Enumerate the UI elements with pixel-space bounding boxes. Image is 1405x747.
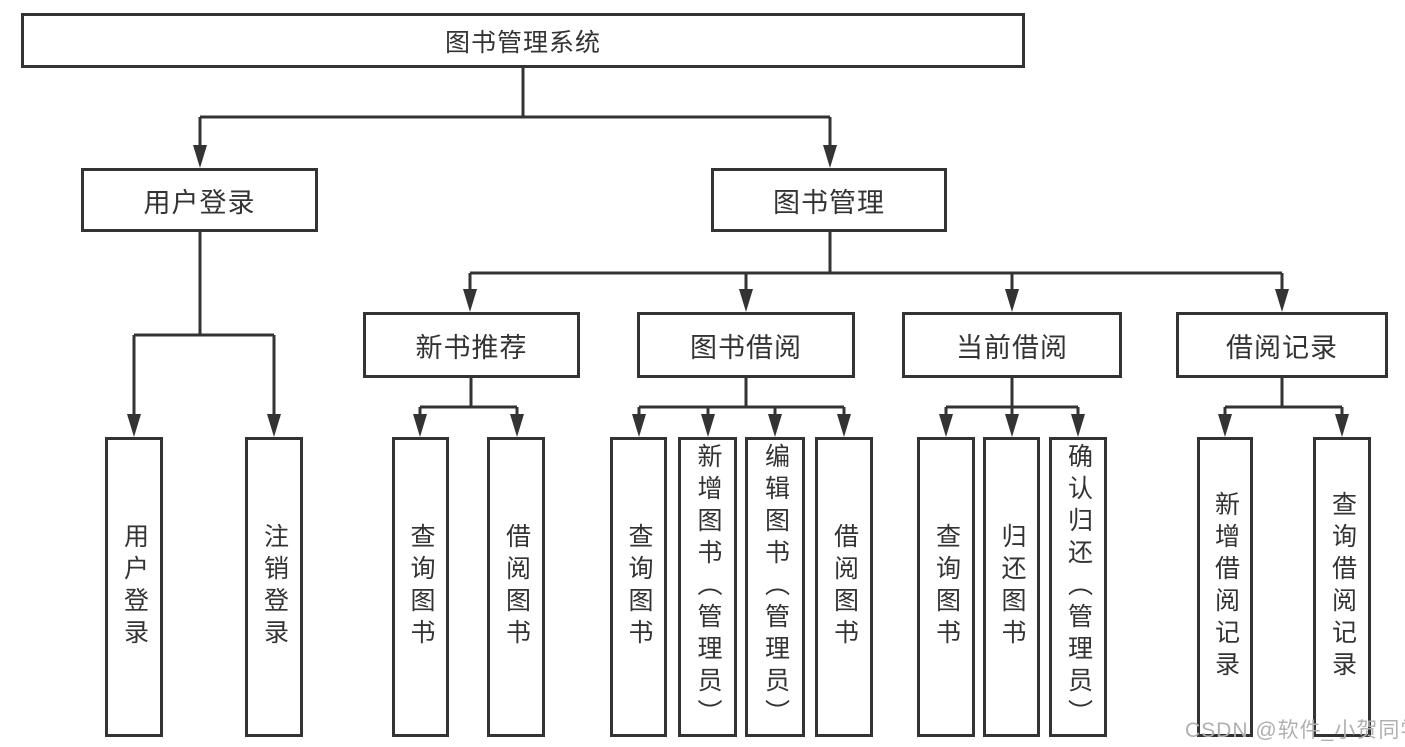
leaf-query-borrow-record: 查询借阅记录 [1313,437,1371,737]
leaf-borrow-books-recommend: 借阅图书 [487,437,545,737]
leaf-borrow-books: 借阅图书 [815,437,873,737]
leaf-return-books: 归还图书 [983,437,1040,737]
leaf-query-books-borrowing: 查询图书 [610,437,667,737]
leaf-edit-books-admin: 编辑图书（管理员） [745,437,805,737]
leaf-logout: 注销登录 [245,437,303,737]
node-new-book-recommendation: 新书推荐 [363,312,580,378]
leaf-add-borrow-record: 新增借阅记录 [1197,437,1253,737]
csdn-watermark: CSDN @软件_小贺同学 [1185,719,1405,742]
leaf-user-login: 用户登录 [105,437,163,737]
node-book-borrowing: 图书借阅 [637,312,855,378]
node-user-login-branch: 用户登录 [81,168,318,232]
node-borrowing-records: 借阅记录 [1176,312,1388,378]
leaf-query-books-current: 查询图书 [917,437,975,737]
leaf-add-books-admin: 新增图书（管理员） [678,437,737,737]
node-book-management-branch: 图书管理 [711,168,947,232]
node-library-management-system: 图书管理系统 [21,13,1025,68]
leaf-query-books-recommend: 查询图书 [392,437,449,737]
node-current-borrowing: 当前借阅 [902,312,1122,378]
leaf-confirm-return-admin: 确认归还（管理员） [1049,437,1107,737]
